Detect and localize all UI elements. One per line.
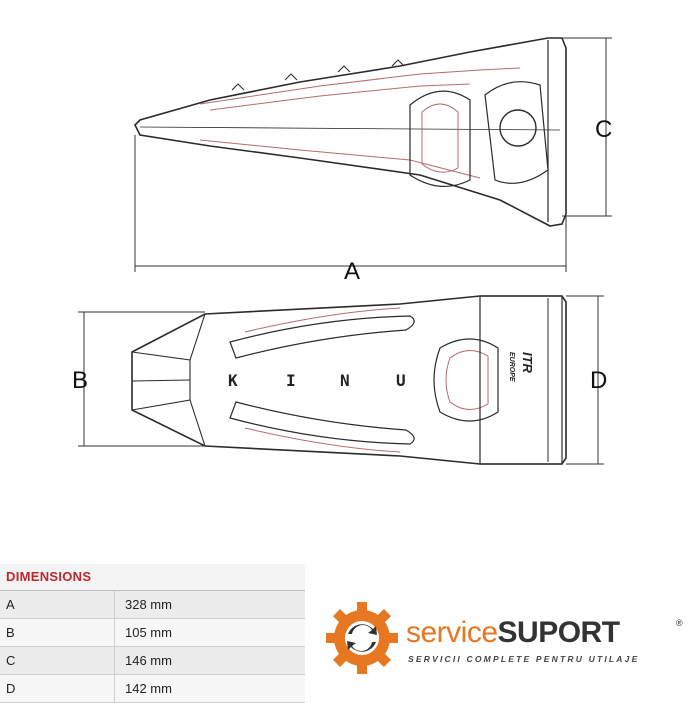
row-value: 142 mm	[125, 681, 172, 696]
row-key: A	[0, 591, 115, 618]
dimension-label-d: D	[590, 367, 607, 394]
table-row: D 142 mm	[0, 675, 305, 703]
servicesuport-logo: serviceSUPORT ® SERVICII COMPLETE PENTRU…	[322, 598, 692, 678]
logo-tagline: SERVICII COMPLETE PENTRU UTILAJE	[408, 654, 640, 664]
dimension-label-c: C	[595, 116, 612, 143]
row-value: 146 mm	[125, 653, 172, 668]
gear-icon	[326, 602, 398, 674]
row-value: 105 mm	[125, 625, 172, 640]
table-row: C 146 mm	[0, 647, 305, 675]
dimension-label-b: B	[72, 367, 88, 394]
row-key: B	[0, 619, 115, 646]
registered-mark: ®	[676, 618, 683, 628]
dimensions-table: DIMENSIONS A 328 mm B 105 mm C 146 mm D …	[0, 564, 305, 703]
table-row: B 105 mm	[0, 619, 305, 647]
brand-mark-itr: ITR	[520, 352, 535, 374]
dimension-label-a: A	[344, 258, 360, 285]
dimensions-rows: A 328 mm B 105 mm C 146 mm D 142 mm	[0, 591, 305, 703]
marking-n: N	[340, 371, 350, 390]
logo-wordmark: serviceSUPORT	[406, 616, 620, 650]
marking-u: U	[396, 371, 406, 390]
dimensions-title: DIMENSIONS	[0, 564, 305, 591]
technical-drawing: A C K I N U ITR EUROPE B	[72, 37, 612, 465]
brand-mark-sub: EUROPE	[508, 352, 515, 382]
dimension-d	[566, 295, 604, 465]
row-key: C	[0, 647, 115, 674]
dimension-a	[134, 135, 567, 272]
row-value: 328 mm	[125, 597, 172, 612]
logo-word-suport: SUPORT	[497, 616, 621, 649]
table-row: A 328 mm	[0, 591, 305, 619]
dimension-b	[78, 311, 205, 447]
logo-word-service: service	[406, 616, 498, 649]
row-key: D	[0, 675, 115, 702]
dimension-c	[562, 37, 612, 217]
side-view	[134, 37, 567, 227]
top-view	[131, 295, 567, 465]
marking-i: I	[286, 371, 296, 390]
marking-k: K	[228, 371, 238, 390]
